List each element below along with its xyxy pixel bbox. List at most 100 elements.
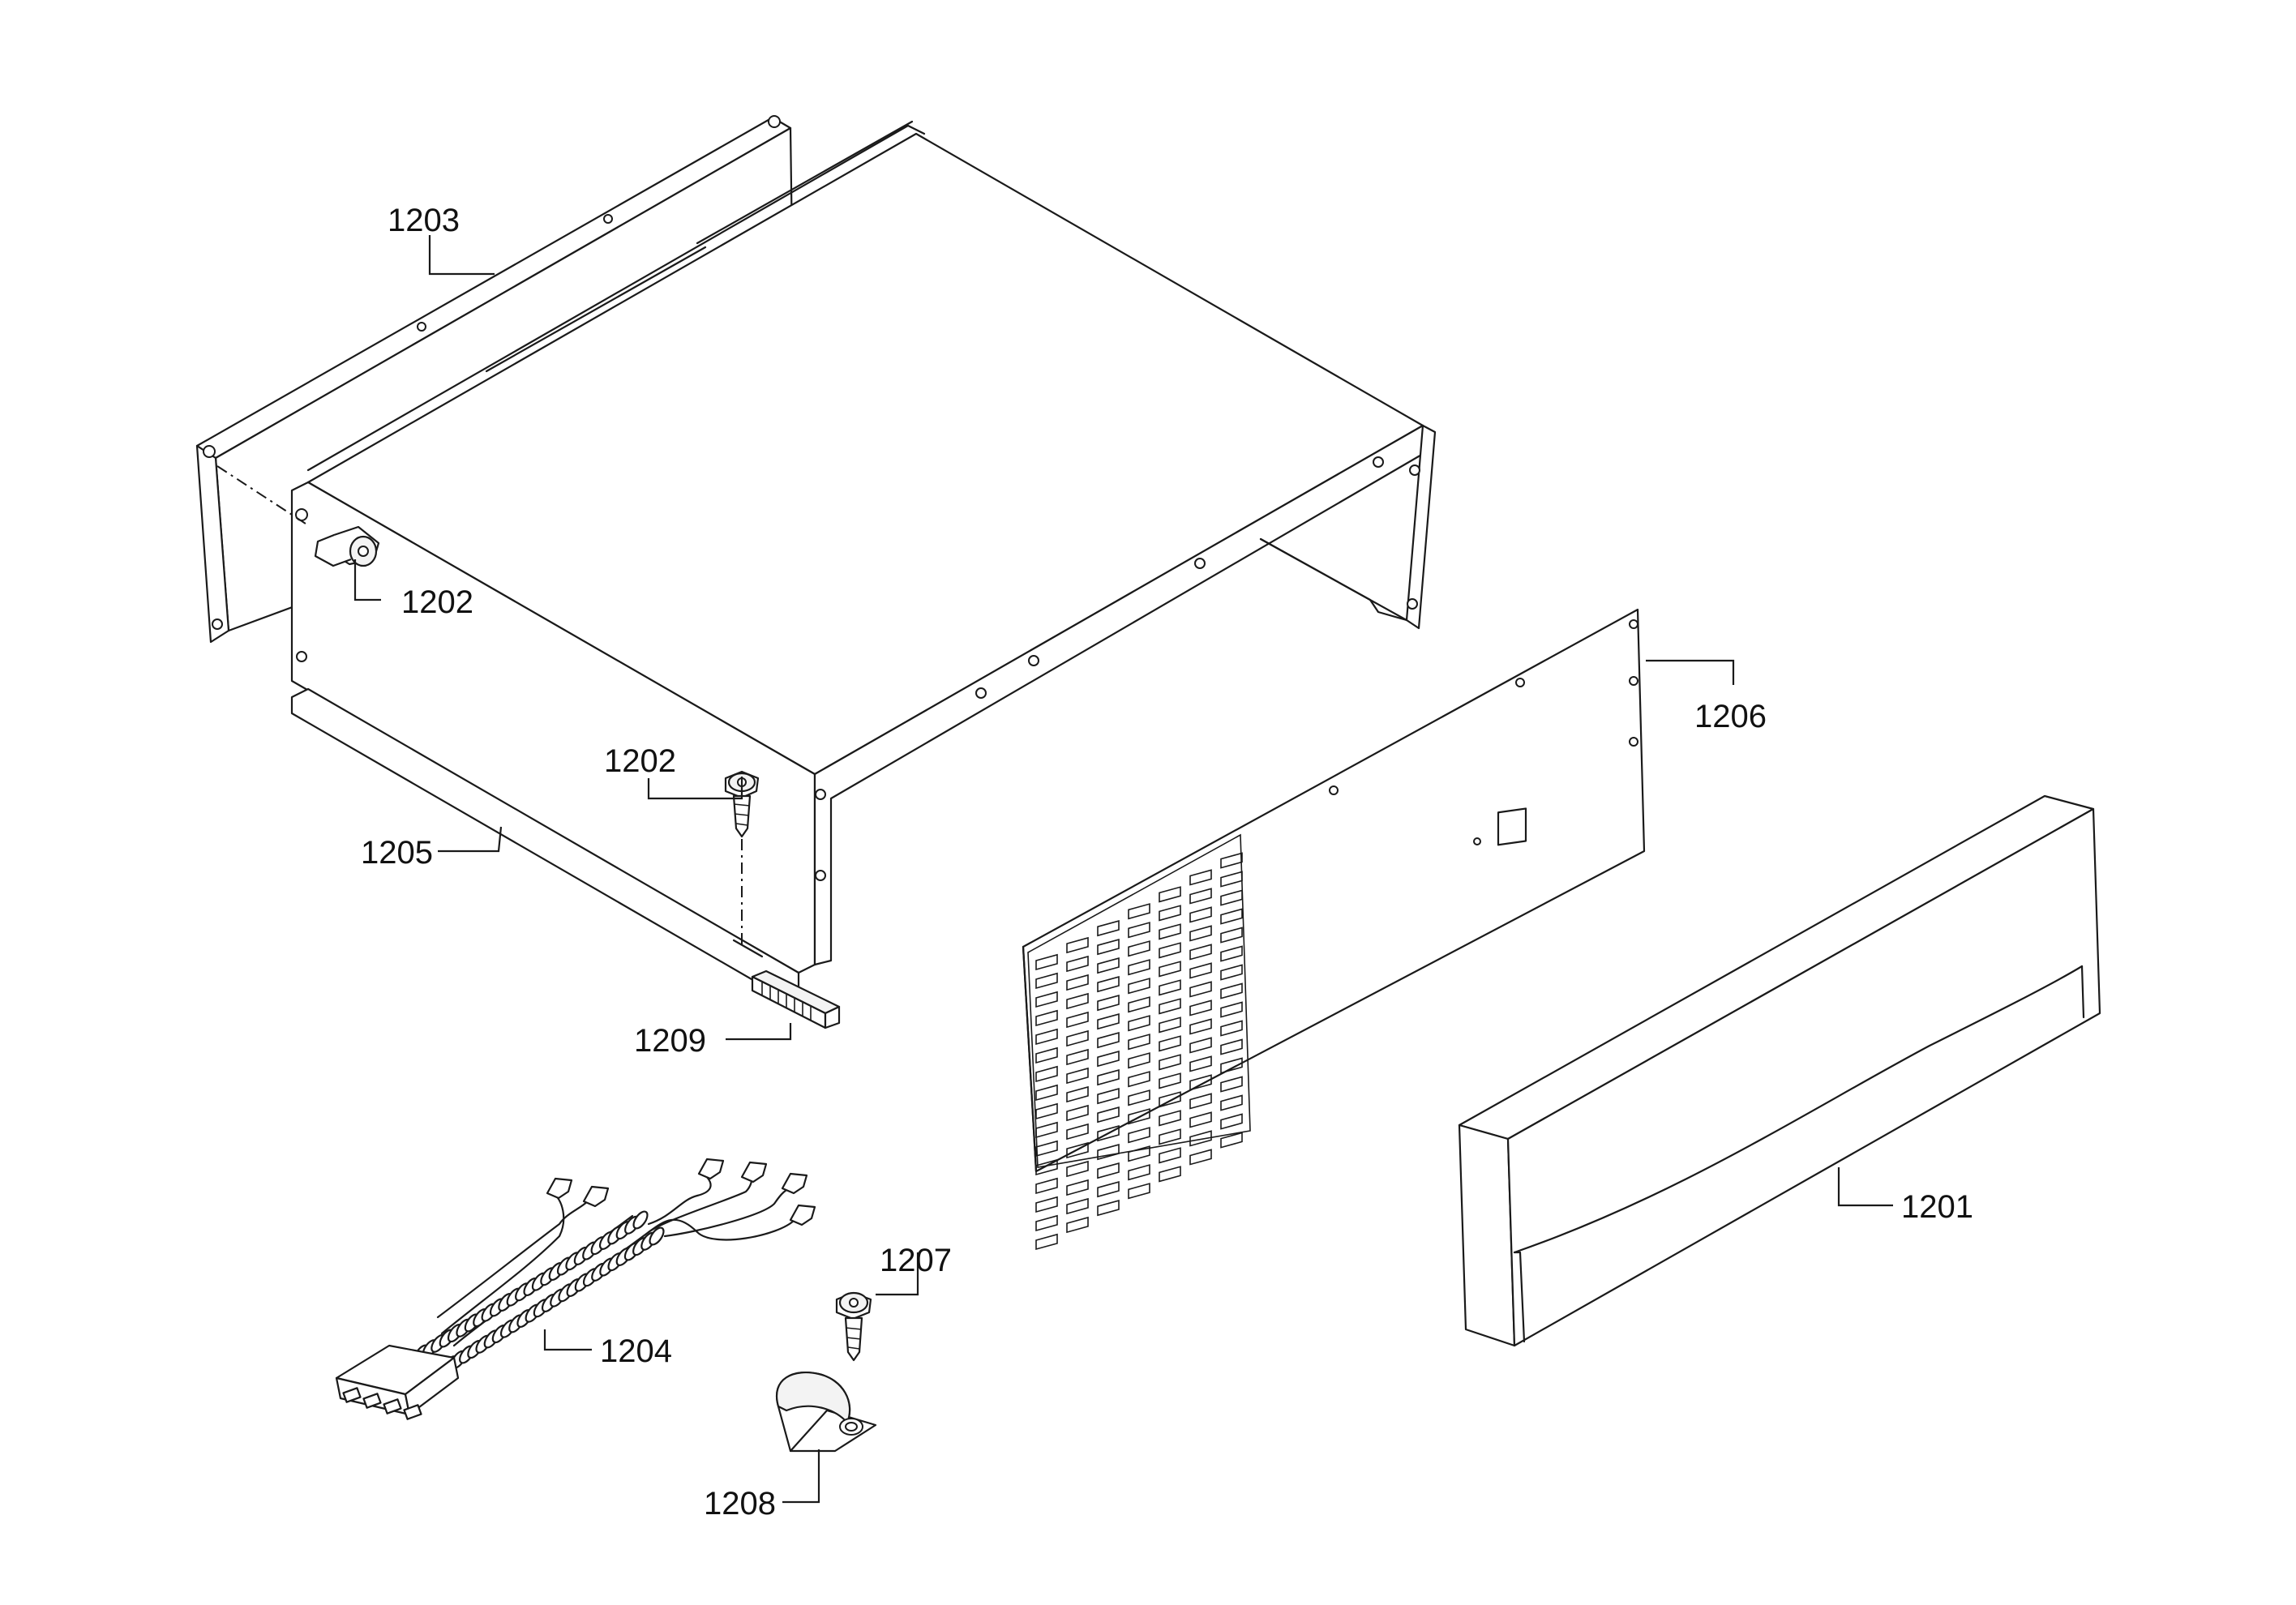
vent-slot xyxy=(1128,1034,1150,1051)
part-1206-grille-panel xyxy=(1022,608,1646,1251)
vent-slot xyxy=(1097,1088,1120,1105)
vent-slot xyxy=(1035,1028,1058,1046)
vent-slot xyxy=(1066,974,1089,991)
callout-1202-side: 1202 xyxy=(401,584,473,620)
vent-slot xyxy=(1159,1147,1181,1164)
callout-1207: 1207 xyxy=(880,1243,952,1278)
vent-slot xyxy=(1066,955,1089,973)
vent-slot xyxy=(1128,959,1150,976)
vent-slot xyxy=(1220,1057,1243,1074)
vent-slot xyxy=(1097,1106,1120,1124)
part-1208-cable-clamp xyxy=(776,1372,877,1453)
callout-1204: 1204 xyxy=(600,1333,672,1369)
vent-slot xyxy=(1189,962,1212,979)
callout-1206: 1206 xyxy=(1694,699,1767,734)
callout-labels: 1203 1202 1202 1205 1209 1206 1201 1207 … xyxy=(361,203,1973,1522)
vent-slot xyxy=(1035,1196,1058,1213)
bracket-ticks xyxy=(761,982,812,1020)
vent-slot xyxy=(1066,1029,1089,1047)
vent-slot xyxy=(1189,981,1212,998)
vent-slot xyxy=(1097,1181,1120,1198)
part-1205-cabinet xyxy=(290,120,1437,999)
vent-slot xyxy=(1066,1216,1089,1234)
vent-slot xyxy=(1035,953,1058,971)
vent-slot xyxy=(1189,1037,1212,1054)
vent-slot xyxy=(1159,923,1181,940)
vent-slot xyxy=(1159,961,1181,978)
vent-slot xyxy=(1066,1011,1089,1029)
vent-slot xyxy=(1159,1054,1181,1071)
part-1209-bracket xyxy=(751,969,841,1029)
callout-1205: 1205 xyxy=(361,835,433,871)
vent-slot xyxy=(1035,1158,1058,1176)
vent-slot xyxy=(1220,1001,1243,1018)
vent-slot xyxy=(1159,979,1181,996)
vent-slot xyxy=(1189,888,1212,905)
vent-slot xyxy=(1159,905,1181,922)
vent-slot xyxy=(1097,939,1120,956)
vent-slot xyxy=(1159,998,1181,1015)
vent-slot xyxy=(1159,886,1181,903)
vent-slot xyxy=(1189,944,1212,961)
vent-slot xyxy=(1159,1110,1181,1127)
vent-slot xyxy=(1035,1009,1058,1027)
vent-slot xyxy=(1220,927,1243,944)
vent-slot xyxy=(1128,978,1150,995)
vent-slot xyxy=(1066,1197,1089,1215)
vent-slot xyxy=(1159,1035,1181,1052)
callout-1203: 1203 xyxy=(388,203,460,238)
vent-slot xyxy=(1128,1108,1150,1125)
vent-slot xyxy=(1159,1128,1181,1145)
vent-slot xyxy=(1189,999,1212,1016)
coil-ring xyxy=(649,1226,665,1246)
vent-slots xyxy=(1027,833,1251,1251)
vent-slot xyxy=(1128,940,1150,957)
harness-coil xyxy=(413,1210,665,1380)
vent-slot xyxy=(1128,922,1150,939)
vent-slot xyxy=(1097,1013,1120,1030)
vent-slot xyxy=(1128,1052,1150,1069)
vent-slot xyxy=(1128,903,1150,920)
vent-slot xyxy=(1128,1145,1150,1162)
vent-slot xyxy=(1220,1094,1243,1111)
part-1201-front-cover xyxy=(1458,794,2101,1347)
callout-1208: 1208 xyxy=(704,1486,776,1522)
vent-slot xyxy=(1035,1214,1058,1232)
vent-slot xyxy=(1220,964,1243,981)
vent-slot xyxy=(1097,1032,1120,1049)
vent-slot xyxy=(1035,1046,1058,1064)
vent-slot xyxy=(1189,1074,1212,1091)
vent-slot xyxy=(1097,1125,1120,1142)
vent-slot xyxy=(1189,906,1212,923)
vent-slot xyxy=(1035,1102,1058,1120)
vent-slot xyxy=(1159,1072,1181,1089)
leader-lines xyxy=(353,235,1893,1504)
vent-slot xyxy=(1220,1113,1243,1130)
vent-slot xyxy=(1128,1127,1150,1144)
coil-ring xyxy=(632,1210,649,1230)
callout-1201: 1201 xyxy=(1901,1189,1973,1225)
vent-slot xyxy=(1097,957,1120,974)
vent-slot xyxy=(1066,992,1089,1010)
vent-slot xyxy=(1128,1089,1150,1106)
vent-slot xyxy=(1097,1144,1120,1161)
vent-slot xyxy=(1189,1055,1212,1072)
callout-1202-bottom: 1202 xyxy=(604,743,676,779)
vent-slot xyxy=(1128,996,1150,1013)
vent-slot xyxy=(1220,982,1243,999)
vent-slot xyxy=(1189,1149,1212,1166)
vent-slot xyxy=(1097,1162,1120,1179)
vent-slot xyxy=(1035,972,1058,990)
vent-slot xyxy=(1189,1093,1212,1110)
vent-slot xyxy=(1097,1051,1120,1068)
vent-slot xyxy=(1035,1140,1058,1158)
vent-slot xyxy=(1097,1069,1120,1086)
vent-slot xyxy=(1066,1123,1089,1141)
callout-1209: 1209 xyxy=(634,1023,706,1059)
vent-slot xyxy=(1189,1111,1212,1128)
vent-slot xyxy=(1128,1015,1150,1032)
vent-slot xyxy=(1159,942,1181,959)
connector-pins xyxy=(342,1387,422,1420)
vent-slot xyxy=(1097,1200,1120,1217)
